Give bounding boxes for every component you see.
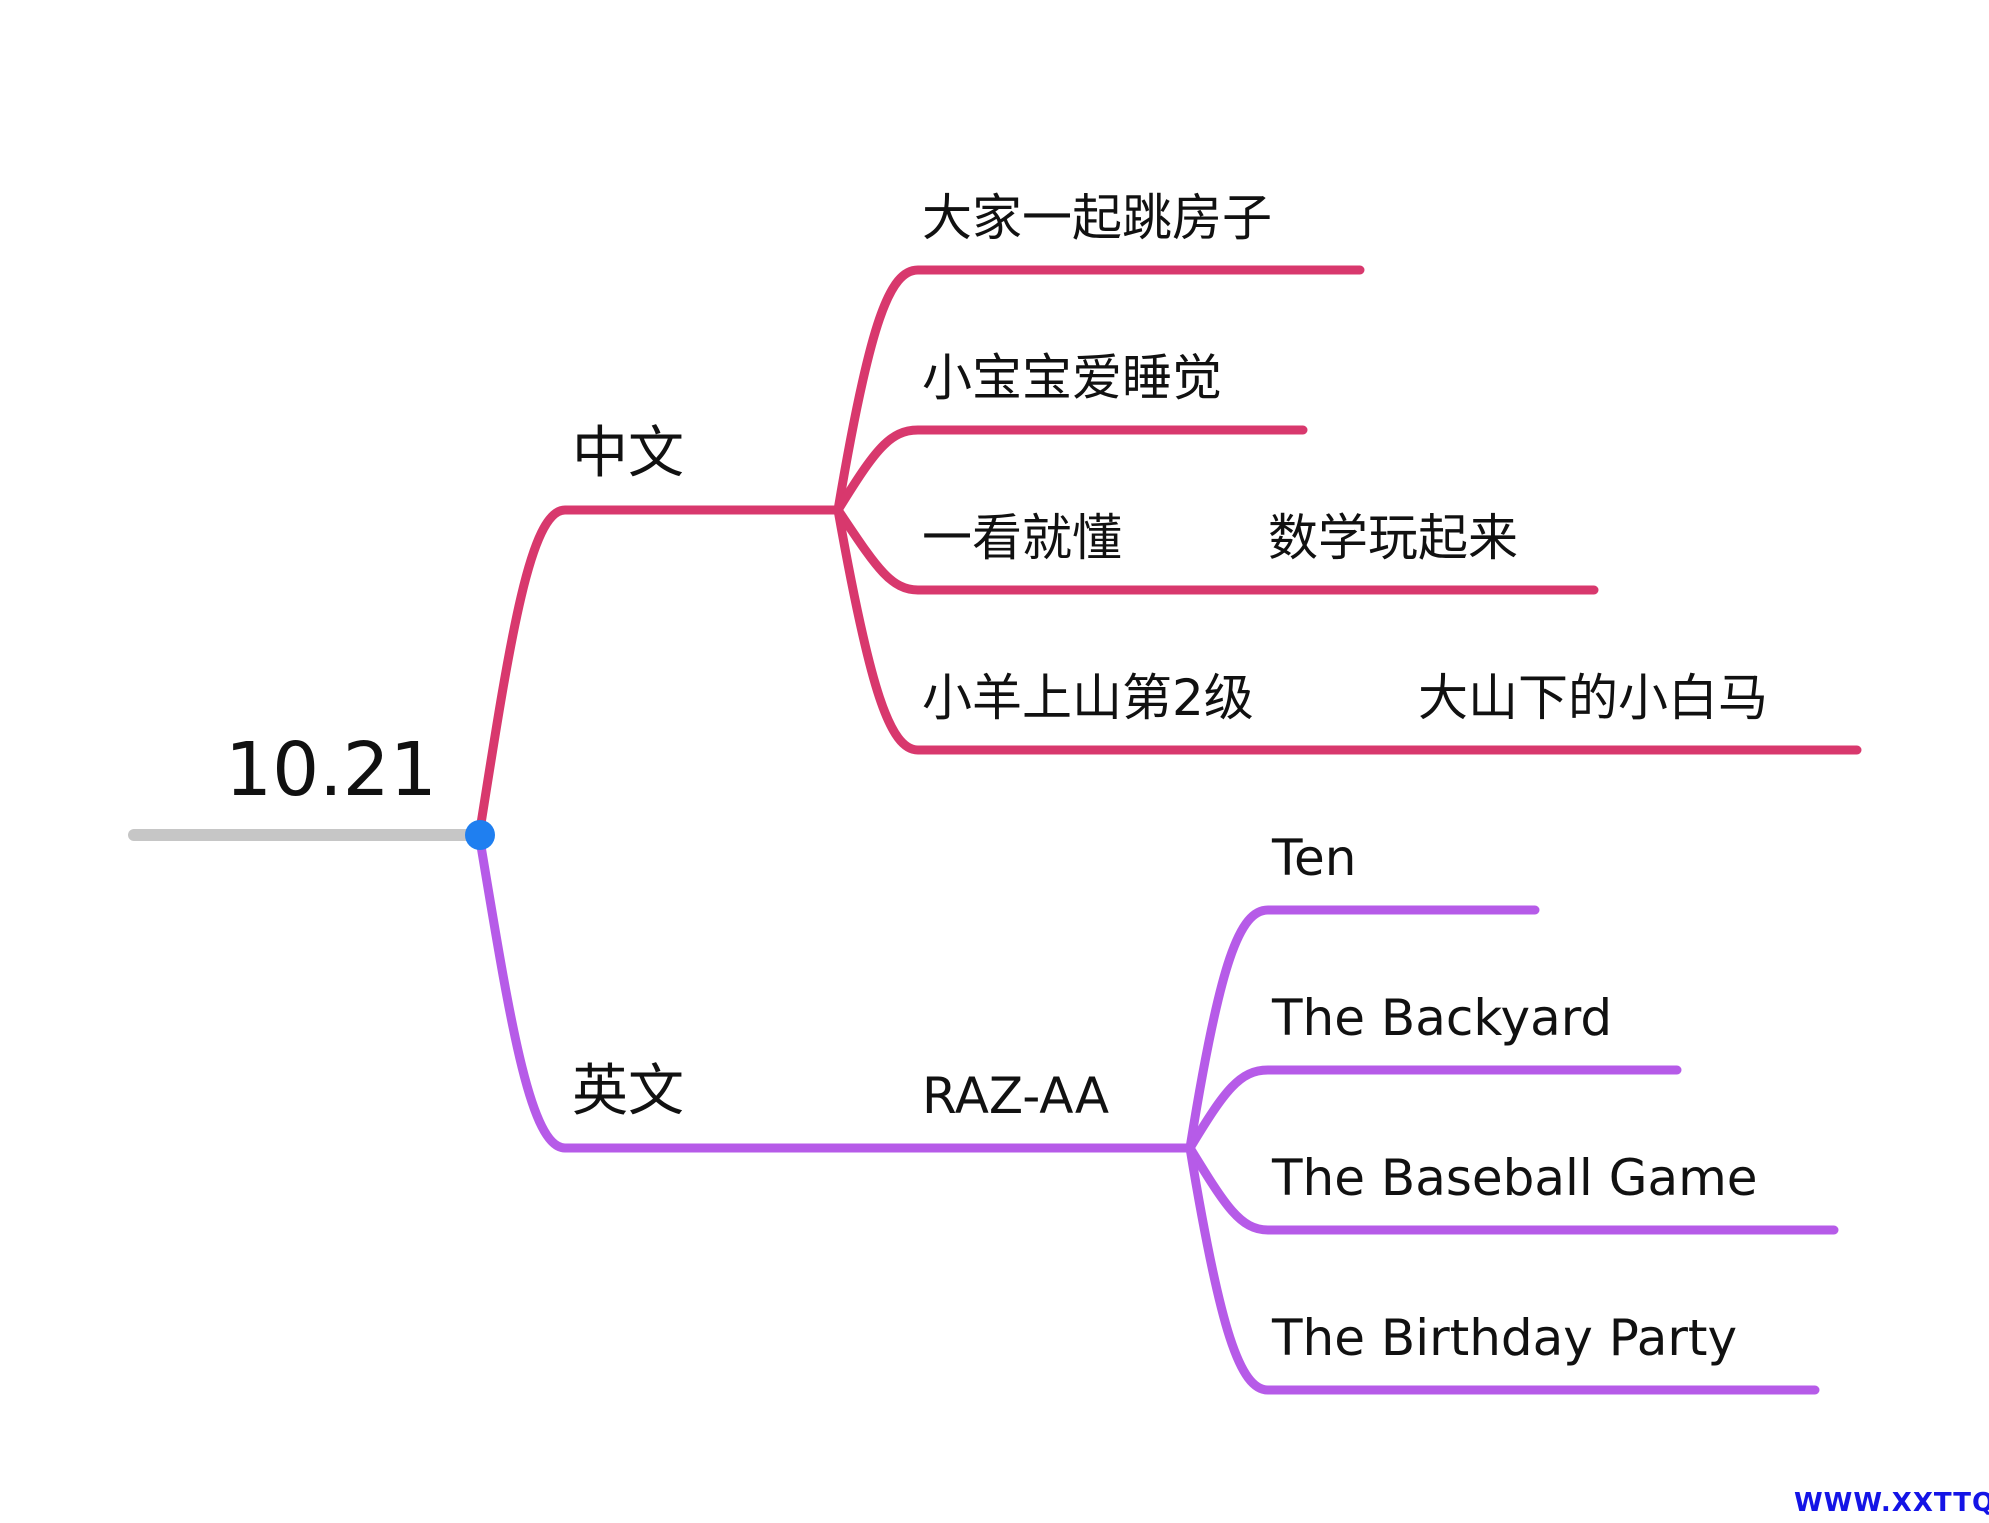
branch-english-label[interactable]: 英文 bbox=[572, 1059, 684, 1124]
chinese-child-3-connector bbox=[833, 505, 1599, 595]
chinese-child-3-label[interactable]: 一看就懂 bbox=[922, 509, 1122, 567]
english-book-3-label[interactable]: The Baseball Game bbox=[1272, 1149, 1758, 1207]
english-book-4-label[interactable]: The Birthday Party bbox=[1272, 1309, 1738, 1367]
english-child-1-connector bbox=[1185, 905, 1540, 1153]
english-branch-trunk bbox=[475, 835, 1195, 1153]
chinese-grandchild-3-1-label[interactable]: 数学玩起来 bbox=[1268, 509, 1518, 567]
chinese-child-4-label[interactable]: 小羊上山第2级 bbox=[922, 669, 1254, 727]
root-node-label[interactable]: 10.21 bbox=[225, 727, 437, 813]
site-watermark: WWW.XXTTQ.COM bbox=[1794, 1488, 1989, 1518]
chinese-grandchild-4-1-label[interactable]: 大山下的小白马 bbox=[1418, 669, 1768, 727]
english-child-4-connector bbox=[1185, 1143, 1820, 1395]
chinese-branch-lines bbox=[475, 265, 1862, 835]
chinese-branch-trunk bbox=[475, 505, 843, 835]
english-child-raz-aa-label[interactable]: RAZ-AA bbox=[922, 1067, 1110, 1125]
english-book-1-label[interactable]: Ten bbox=[1272, 829, 1357, 887]
root-junction-dot bbox=[465, 820, 495, 850]
english-branch-lines bbox=[475, 835, 1839, 1395]
chinese-child-4-connector bbox=[833, 505, 1862, 755]
chinese-child-2-label[interactable]: 小宝宝爱睡觉 bbox=[922, 349, 1222, 407]
english-child-2-connector bbox=[1185, 1065, 1682, 1153]
english-book-2-label[interactable]: The Backyard bbox=[1272, 989, 1613, 1047]
chinese-child-1-connector bbox=[833, 265, 1365, 515]
branch-chinese-label[interactable]: 中文 bbox=[572, 421, 684, 486]
english-child-3-connector bbox=[1185, 1143, 1839, 1235]
chinese-child-1-label[interactable]: 大家一起跳房子 bbox=[922, 189, 1272, 247]
chinese-child-2-connector bbox=[833, 425, 1308, 515]
